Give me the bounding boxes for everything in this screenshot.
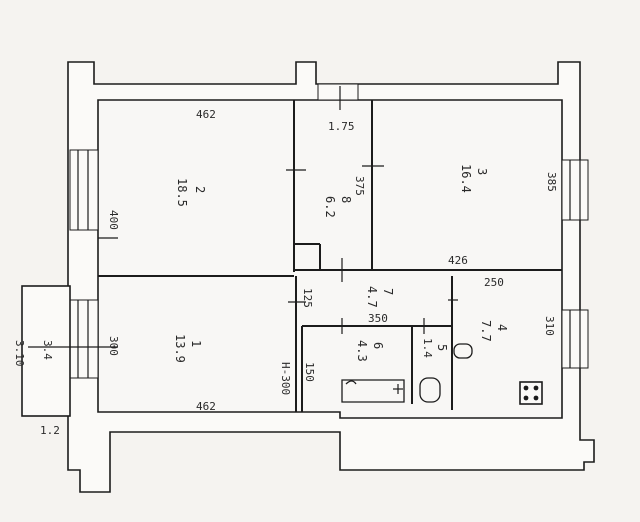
room-1-number: 1 — [189, 340, 203, 347]
partitions — [98, 100, 562, 412]
room-4-number: 4 — [495, 324, 509, 331]
fixtures — [341, 343, 543, 405]
dim-bottom: 462 — [196, 400, 216, 413]
dim-room1-height: 300 — [107, 336, 120, 356]
room-6-number: 6 — [371, 342, 385, 349]
room-1-area: 13.9 — [173, 334, 187, 363]
windows — [69, 83, 589, 379]
dim-kitchen-width: 250 — [484, 276, 504, 289]
room-5-area: 1.4 — [421, 338, 434, 358]
bathtub-icon — [341, 379, 405, 403]
dim-room2-height: 400 — [107, 210, 120, 230]
dimension-lines — [28, 86, 458, 348]
room-8-number: 8 — [339, 196, 353, 203]
room-2-area: 18.5 — [175, 178, 189, 207]
dimension-labels: 462 400 1.75 375 385 426 300 462 H-300 1… — [13, 108, 558, 437]
dim-balcony-length: 3.10 — [13, 340, 26, 367]
balcony-slab — [21, 285, 71, 417]
dim-balcony-width: 3.4 — [41, 340, 54, 360]
room-6-area: 4.3 — [355, 340, 369, 362]
dim-bath-height: 150 — [303, 362, 316, 382]
room-5-number: 5 — [435, 344, 449, 351]
toilet-icon — [419, 377, 441, 403]
sink-icon — [453, 343, 473, 359]
dim-room3-height: 385 — [545, 172, 558, 192]
outer-walls — [67, 61, 595, 493]
stove-icon — [519, 381, 543, 405]
room-4-area: 7.7 — [479, 320, 493, 342]
room-3-number: 3 — [475, 168, 489, 175]
dim-bath-width: 350 — [368, 312, 388, 325]
dim-kitchen-height: 310 — [543, 316, 556, 336]
room-7-number: 7 — [381, 288, 395, 295]
dim-hall-height: 125 — [301, 288, 314, 308]
balcony — [21, 285, 71, 417]
window-room4 — [561, 309, 589, 369]
dim-pantry-height: 375 — [353, 176, 366, 196]
dim-corridor: 1.75 — [328, 120, 355, 133]
dim-balcony-depth: 1.2 — [40, 424, 60, 437]
window-corridor — [317, 83, 359, 101]
dim-room3-width: 426 — [448, 254, 468, 267]
window-room3 — [561, 159, 589, 221]
room-8-area: 6.2 — [323, 196, 337, 218]
room-labels: 2 18.5 8 6.2 3 16.4 1 13.9 7 4.7 4 7.7 6… — [173, 164, 509, 363]
window-room2 — [69, 149, 99, 231]
room-3-area: 16.4 — [459, 164, 473, 193]
room-7-area: 4.7 — [365, 286, 379, 308]
dim-partition: H-300 — [279, 362, 292, 395]
window-room1 — [69, 299, 99, 379]
room-2-number: 2 — [193, 186, 207, 193]
dim-top-left: 462 — [196, 108, 216, 121]
